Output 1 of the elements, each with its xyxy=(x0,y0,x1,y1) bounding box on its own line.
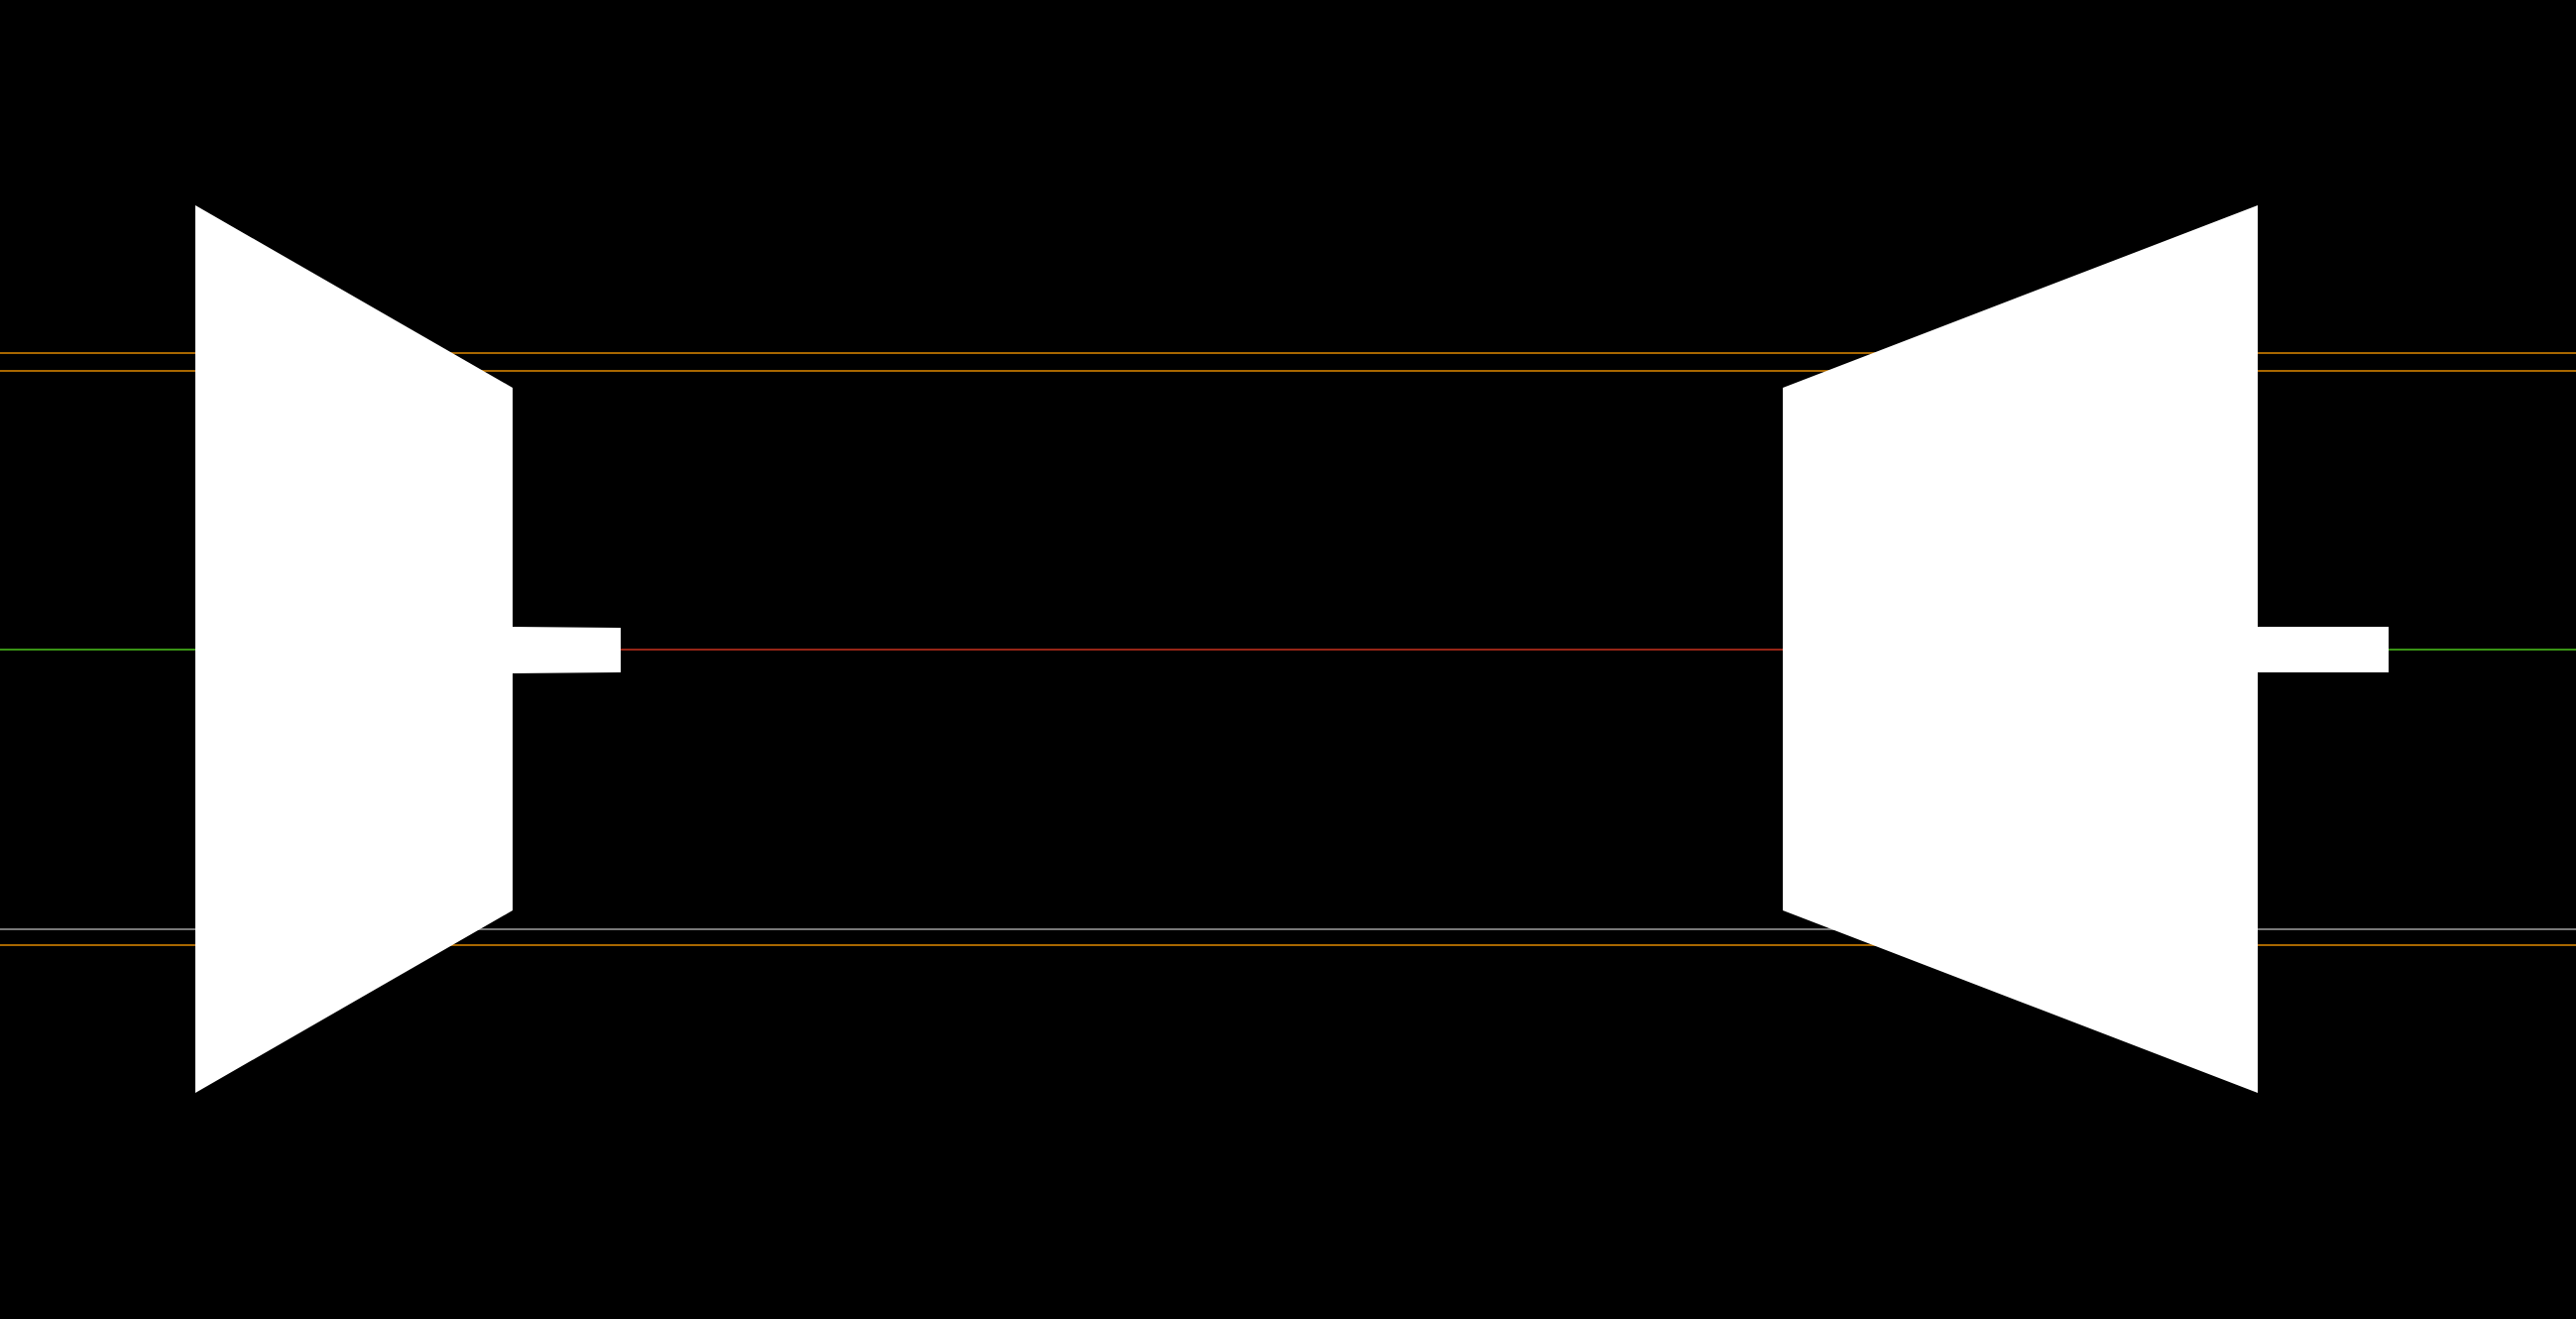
beam-line xyxy=(620,649,1784,651)
